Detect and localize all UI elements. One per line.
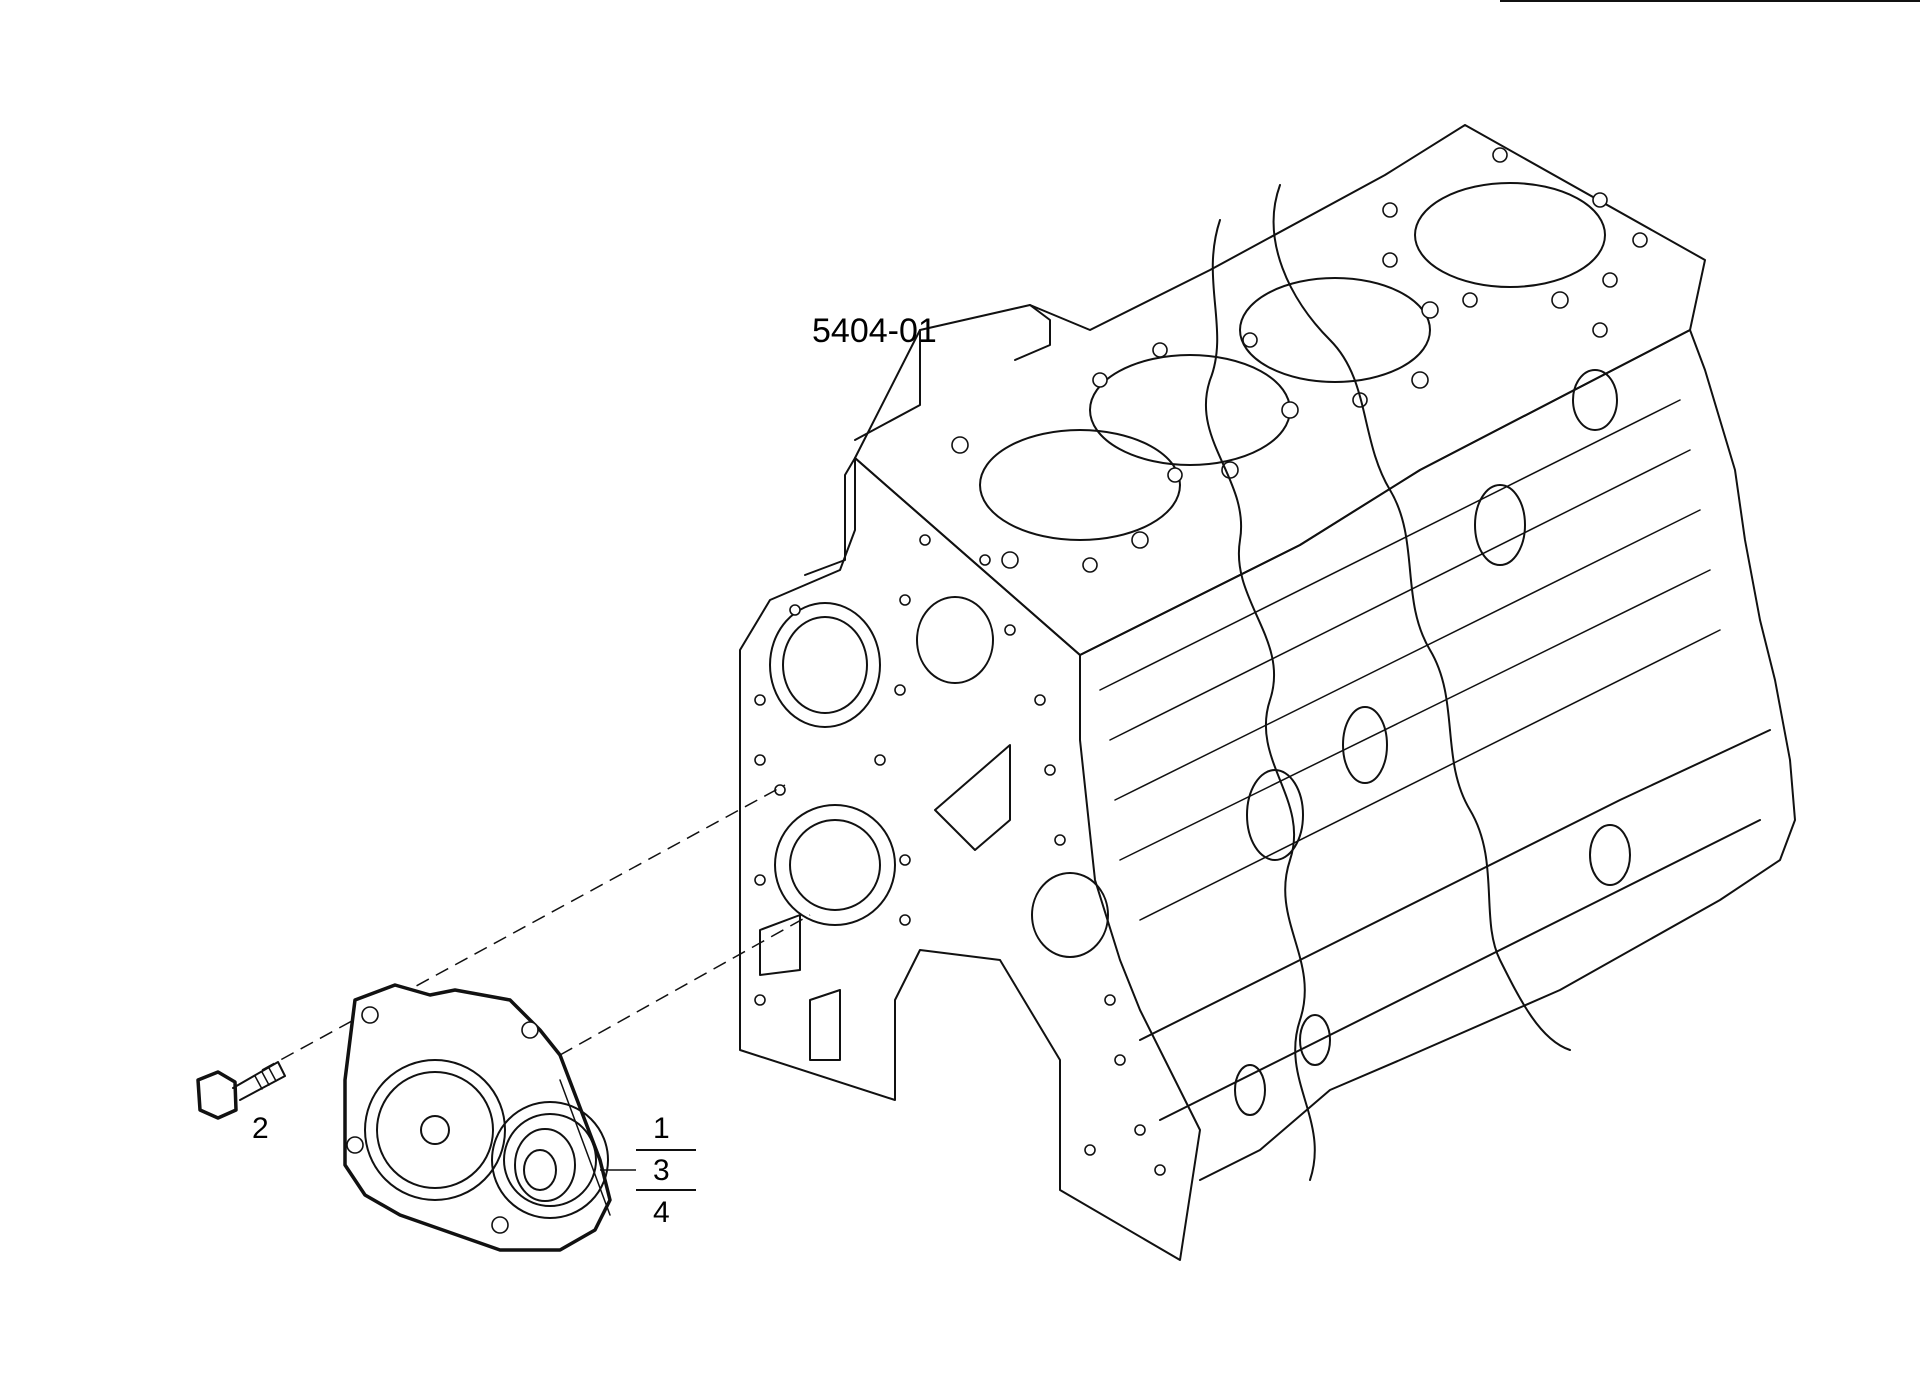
engine-block-drawing: [739, 124, 1796, 1261]
callout-label-4: 4: [653, 1196, 670, 1229]
callout-label-1: 1: [653, 1112, 670, 1145]
oil-pump-assembly-drawing: [343, 983, 612, 1252]
assembly-guide-lines: [261, 784, 811, 1071]
bolt-part-drawing: [196, 1061, 286, 1120]
callout-label-2: 2: [252, 1112, 269, 1145]
assembly-reference-label: 5404-01: [812, 312, 937, 350]
callout-label-3: 3: [653, 1154, 670, 1187]
